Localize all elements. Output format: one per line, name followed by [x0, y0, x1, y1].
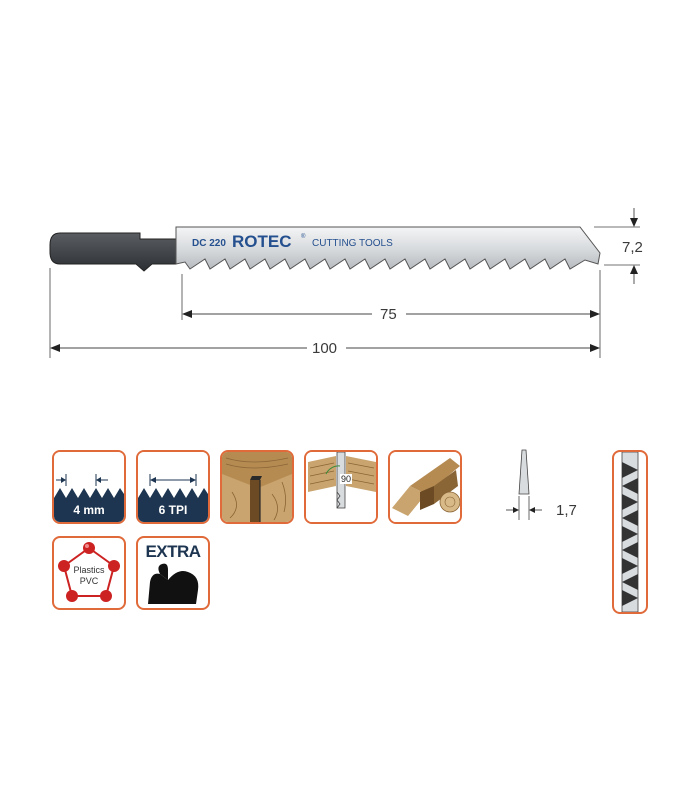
plastics-label-2: PVC [79, 576, 99, 586]
wood-joint-tile [220, 450, 294, 524]
tpi-tile: 6 TPI [136, 450, 210, 524]
angle-cut-tile: 90 [304, 450, 378, 524]
tooth-pitch-label: 4 mm [73, 503, 105, 517]
brand-suffix: CUTTING TOOLS [312, 238, 393, 249]
thickness-svg: 1,7 [506, 449, 577, 520]
registered-mark: ® [301, 233, 306, 240]
tooth-arrow-left [182, 310, 192, 318]
brand-logo: ROTEC [232, 232, 292, 251]
tpi-icon [138, 452, 208, 522]
tooth-length-value: 75 [380, 306, 397, 323]
thickness-value: 1,7 [556, 502, 577, 519]
tooth-arrow-right [590, 310, 600, 318]
angle-cut-icon [306, 452, 376, 522]
tooth-pitch-tile: 4 mm [52, 450, 126, 524]
extra-label: EXTRA [145, 542, 201, 561]
blade-svg: DC 220 ROTEC ® CUTTING TOOLS 7,2 75 100 [49, 208, 643, 358]
tooth-pitch-icon [54, 452, 124, 522]
plastics-molecule-icon [58, 542, 120, 602]
angle-label: 90 [340, 474, 353, 484]
plastics-label-1: Plastics [73, 565, 105, 575]
extra-tile: EXTRA [136, 536, 210, 610]
wood-joint-icon [222, 452, 292, 522]
wood-beams-icon [390, 452, 460, 522]
tooth-side-view [612, 450, 648, 614]
blade-model: DC 220 [192, 238, 226, 249]
tpi-label: 6 TPI [158, 503, 188, 517]
blade-shank [49, 232, 177, 272]
blade-drawing: DC 220 ROTEC ® CUTTING TOOLS 7,2 75 100 [0, 190, 700, 370]
height-value: 7,2 [622, 239, 643, 256]
thickness-profile: 1,7 [500, 444, 600, 534]
blade-body [175, 226, 601, 270]
plastics-tile: Plastics PVC [52, 536, 126, 610]
tooth-side-icon [621, 452, 639, 612]
height-arrow-head-bottom [630, 265, 638, 274]
total-arrow-left [50, 344, 60, 352]
total-arrow-right [590, 344, 600, 352]
strong-arm-icon [148, 563, 199, 604]
wood-beams-tile [388, 450, 462, 524]
total-length-value: 100 [312, 340, 337, 357]
height-arrow-head-top [630, 218, 638, 227]
